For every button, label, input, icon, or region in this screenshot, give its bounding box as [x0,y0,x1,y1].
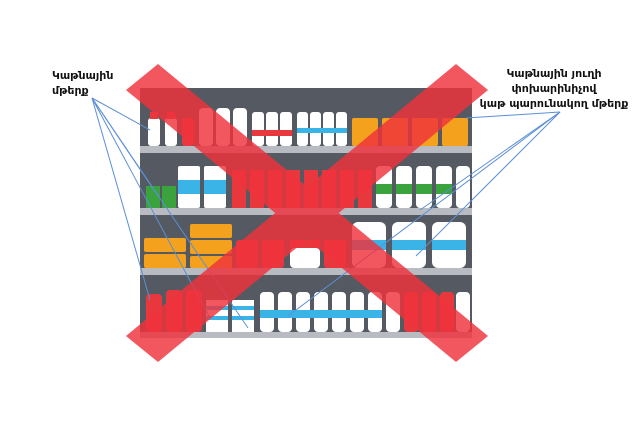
pointer-lines-right [287,111,561,317]
label-substitute-line1: Կաթնային յուղի [506,67,602,80]
x-cross-icon [126,64,488,362]
label-substitute-line3: կաթ պարունակող մթերք [479,97,629,110]
label-dairy-line2: մթերք [52,84,89,97]
label-substitute-line2: փոխարինիչով [511,82,597,95]
shelf-board-3 [140,268,472,275]
shelf-board-1 [140,146,472,153]
shelf-board-4 [140,332,472,338]
label-milk-fat-substitute-products: Կաթնային յուղի փոխարինիչով կաթ պարունակո… [470,66,638,111]
label-dairy-line1: Կաթնային [52,69,114,82]
label-dairy-products: Կաթնային մթերք [52,68,113,98]
